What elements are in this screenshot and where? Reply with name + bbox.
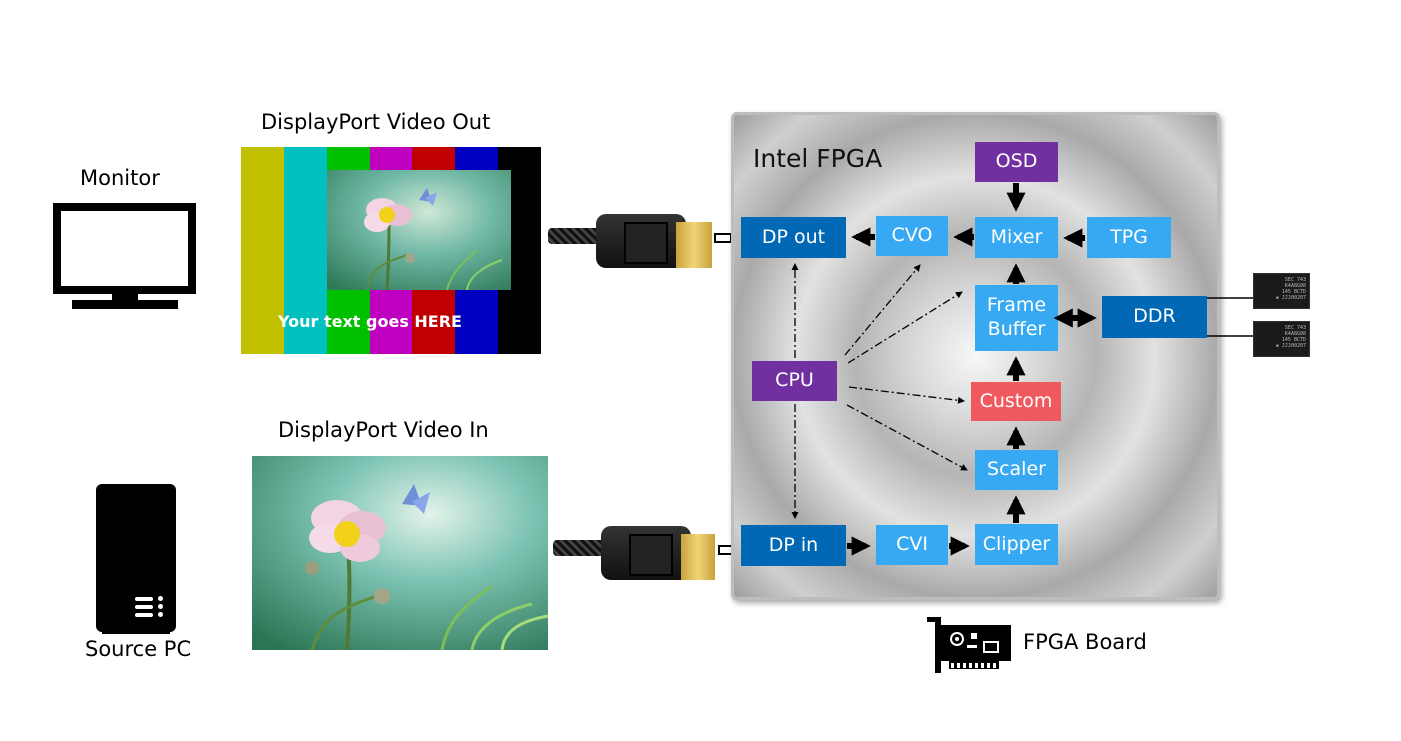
- color-bar: [241, 147, 284, 354]
- source-pc-label: Source PC: [85, 637, 192, 661]
- fpga-title: Intel FPGA: [753, 144, 883, 173]
- video-out-label: DisplayPort Video Out: [261, 110, 491, 134]
- tpg-block: TPG: [1087, 217, 1171, 258]
- dp-out-block: DP out: [741, 217, 846, 258]
- fpga-chip: [731, 112, 1220, 600]
- cpu-block: CPU: [752, 361, 837, 401]
- mixer-block: Mixer: [975, 217, 1058, 258]
- ddr-block: DDR: [1102, 296, 1207, 338]
- frame-buffer-block: Frame Buffer: [975, 285, 1058, 351]
- fpga-board-icon: [927, 615, 1012, 673]
- cvo-block: CVO: [876, 216, 948, 256]
- color-bar: [283, 147, 327, 354]
- overlay-text: Your text goes HERE: [278, 312, 462, 331]
- dp-in-block: DP in: [741, 525, 846, 566]
- cvi-block: CVI: [876, 525, 948, 565]
- video-in-label: DisplayPort Video In: [278, 418, 489, 442]
- flower-image: [252, 456, 548, 650]
- scaler-block: Scaler: [975, 450, 1058, 490]
- monitor-label: Monitor: [80, 166, 160, 190]
- clipper-block: Clipper: [975, 524, 1058, 565]
- flower-image-inset: [327, 170, 511, 290]
- osd-block: OSD: [975, 142, 1058, 182]
- fpga-board-label: FPGA Board: [1023, 630, 1147, 654]
- custom-block: Custom: [971, 382, 1061, 421]
